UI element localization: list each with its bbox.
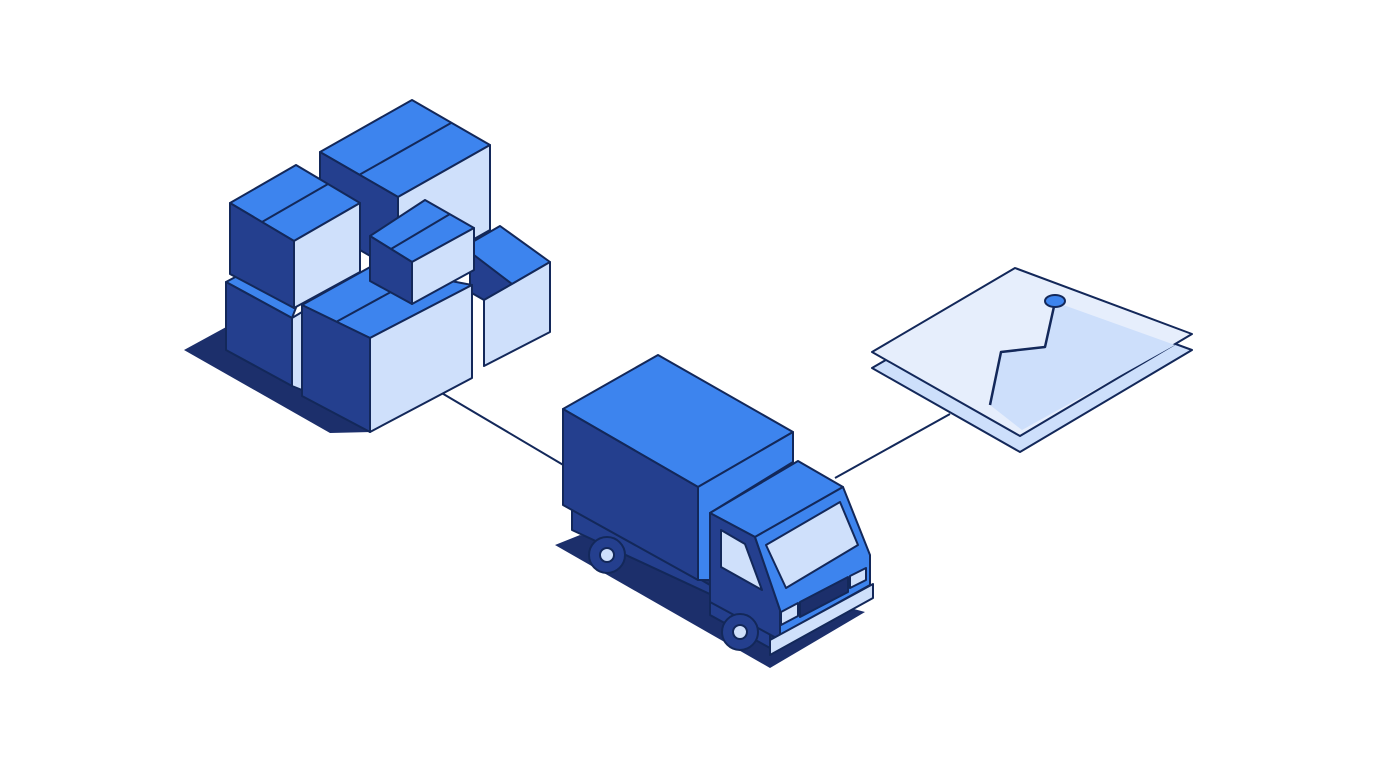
box-top-left	[229, 164, 361, 309]
panel-chart-area	[990, 302, 1175, 430]
boxes-stack	[184, 99, 551, 433]
side-window	[720, 529, 763, 591]
trend-line	[988, 301, 1057, 406]
connector-line-boxes-truck	[439, 391, 566, 467]
wheel-front	[721, 613, 759, 651]
grille	[799, 576, 849, 618]
headlight-right	[849, 567, 867, 589]
box-right-back	[461, 225, 551, 367]
bumper	[769, 583, 874, 656]
connector-line-truck-panel	[834, 413, 951, 479]
delivery-truck	[555, 354, 874, 668]
windshield	[765, 501, 859, 589]
analytics-panel	[871, 267, 1193, 453]
trend-point-marker	[1044, 294, 1066, 308]
headlight-left	[780, 602, 799, 626]
wheel-rear	[588, 536, 626, 574]
box-small-top	[369, 199, 475, 305]
